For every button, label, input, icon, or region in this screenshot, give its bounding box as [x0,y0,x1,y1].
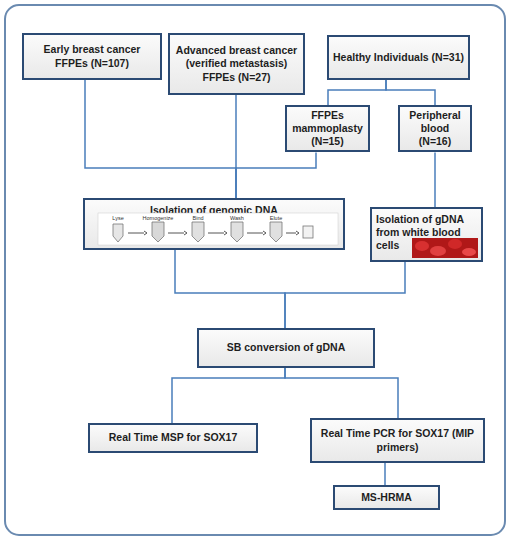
box-text: FFPEs mammoplasty (N=15) [291,109,364,148]
flow-line [85,80,236,198]
flow-line [236,152,316,198]
process-box: Isolation of gDNA from white blood cells [370,207,483,262]
outer-frame [5,5,505,535]
flow-line [175,250,285,328]
step-label: Bind [192,216,203,222]
process-box: Peripheral blood (N=16) [398,105,472,152]
flow-line [285,262,405,328]
box-text: SB conversion of gDNA [227,341,345,354]
process-box: Real Time MSP for SOX17 [88,423,258,453]
process-box: Isolation of genomic DNA [83,198,345,250]
box-text: Real Time MSP for SOX17 [109,431,238,444]
box-text: Real Time PCR for SOX17 (MIP primers) [316,427,479,453]
step-label: Lyse [112,216,123,222]
flow-line [384,463,386,485]
flow-line [285,368,398,418]
process-box: Advanced breast cancer (verified metasta… [168,33,305,95]
process-box: SB conversion of gDNA [197,328,375,368]
flow-line [434,152,436,207]
process-box: Real Time PCR for SOX17 (MIP primers) [310,418,485,463]
box-text: MS-HRMA [361,491,412,504]
step-label: Elute [270,216,283,222]
flow-line [172,368,285,423]
box-text: Advanced breast cancer (verified metasta… [174,44,299,83]
process-box: Healthy Individuals (N=31) [327,35,470,80]
process-box: MS-HRMA [333,485,440,510]
box-text: Peripheral blood (N=16) [404,109,466,148]
process-box: Early breast cancer FFPEs (N=107) [22,33,162,80]
step-label: Homogenize [143,216,174,222]
process-box: FFPEs mammoplasty (N=15) [285,105,370,152]
step-label: Wash [230,216,244,222]
box-text: Early breast cancer FFPEs (N=107) [28,43,156,69]
flow-line [386,80,435,105]
box-text: Healthy Individuals (N=31) [333,51,464,64]
flow-line [328,80,386,105]
box-text: Isolation of gDNA from white blood cells [376,213,477,252]
